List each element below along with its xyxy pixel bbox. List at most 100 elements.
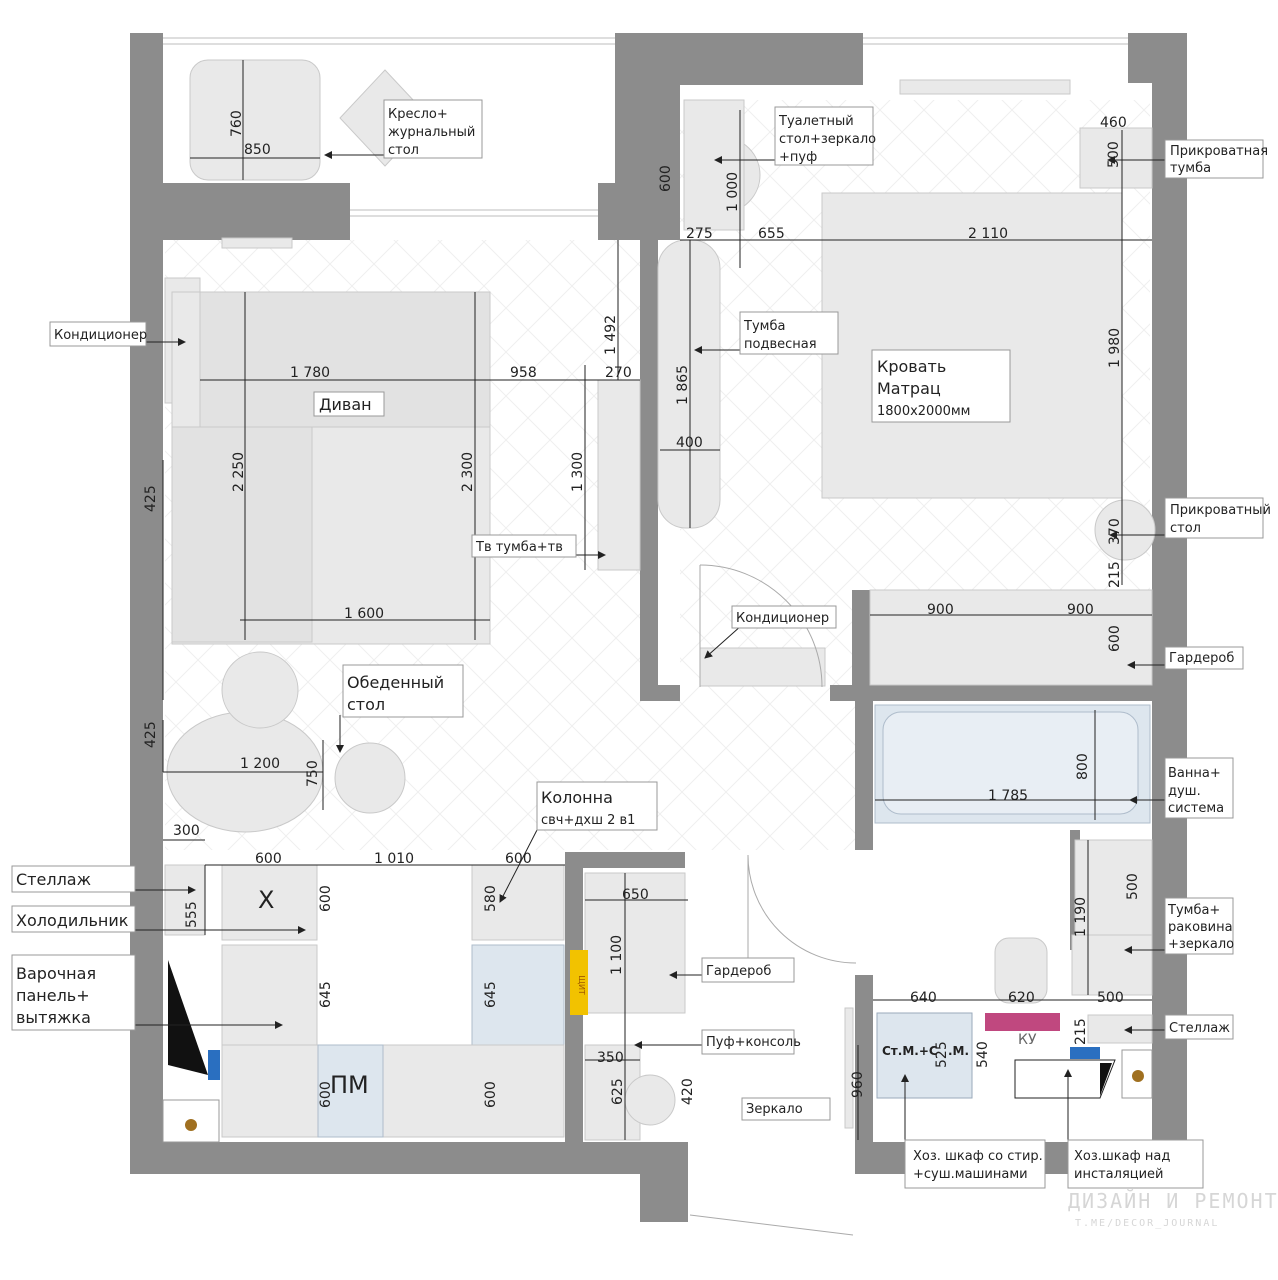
dim-650: 650 xyxy=(622,887,649,903)
dim-215b: 215 xyxy=(1073,1018,1089,1045)
bath-black-shape xyxy=(1014,1059,1116,1099)
dim-1190: 1 190 xyxy=(1073,897,1089,937)
hall-floor xyxy=(640,690,855,850)
dim-1010: 1 010 xyxy=(374,851,414,867)
dim-640: 640 xyxy=(910,990,937,1006)
install-blue-block xyxy=(1070,1047,1100,1059)
toilet-installation xyxy=(985,1013,1060,1031)
dim-1865: 1 865 xyxy=(675,365,691,405)
tv-label: Тв тумба+тв xyxy=(475,540,563,555)
dim-460: 460 xyxy=(1100,115,1127,131)
dining-label-1: Обеденный xyxy=(347,673,444,692)
dim-2300: 2 300 xyxy=(460,452,476,492)
sofa-label: Диван xyxy=(319,395,372,414)
dim-500b: 500 xyxy=(1125,873,1141,900)
sink-label-2: раковина xyxy=(1168,920,1233,935)
sink-label-1: Тумба+ xyxy=(1167,903,1220,918)
hanging-label-1: Тумба xyxy=(743,319,785,334)
column-label-1: Колонна xyxy=(541,788,613,807)
dim-750: 750 xyxy=(305,760,321,787)
dim-1100: 1 100 xyxy=(609,935,625,975)
pouf-label: Пуф+консоль xyxy=(706,1035,801,1050)
dim-645b: 645 xyxy=(483,981,499,1008)
dim-958: 958 xyxy=(510,365,537,381)
hob-label-1: Варочная xyxy=(16,964,96,983)
dim-1600: 1 600 xyxy=(344,606,384,622)
bedside1-label-2: тумба xyxy=(1170,161,1211,176)
dim-2250: 2 250 xyxy=(231,452,247,492)
bath-black-tri xyxy=(1100,1063,1112,1096)
dim-500c: 500 xyxy=(1097,990,1124,1006)
dim-960: 960 xyxy=(850,1071,866,1098)
dim-800: 800 xyxy=(1075,753,1091,780)
dim-900a: 900 xyxy=(927,602,954,618)
vertical-dimension-texts: 760 600 1 000 500 1 492 1 980 1 865 2 25… xyxy=(143,110,1141,1108)
dim-600a: 600 xyxy=(658,165,674,192)
dim-1200: 1 200 xyxy=(240,756,280,772)
utility1-label-2: +суш.машинами xyxy=(913,1167,1028,1182)
vanity-label-3: +пуф xyxy=(779,150,817,165)
dim-625: 625 xyxy=(610,1078,626,1105)
ac1-label: Кондиционер xyxy=(54,328,147,343)
dim-645a: 645 xyxy=(318,981,334,1008)
dim-1785: 1 785 xyxy=(988,788,1028,804)
utility2-label-2: инсталяцией xyxy=(1074,1167,1164,1182)
doors xyxy=(689,564,857,1236)
dim-300: 300 xyxy=(173,823,200,839)
dim-600e: 600 xyxy=(318,885,334,912)
label-boxes xyxy=(11,99,1264,1189)
dim-600c: 600 xyxy=(255,851,282,867)
dim-400: 400 xyxy=(676,435,703,451)
bath-label-1: Ванна+ xyxy=(1168,766,1221,781)
dim-1000: 1 000 xyxy=(725,172,741,212)
dim-600b: 600 xyxy=(1107,625,1123,652)
washer-label-2: .М. xyxy=(948,1044,969,1058)
dim-525: 525 xyxy=(934,1041,950,1068)
kitchen-riser-pipe xyxy=(185,1119,197,1131)
dim-500a: 500 xyxy=(1106,141,1122,168)
dim-1300: 1 300 xyxy=(570,452,586,492)
dim-1780: 1 780 xyxy=(290,365,330,381)
dim-850: 850 xyxy=(244,142,271,158)
vanity-label-2: стол+зеркало xyxy=(779,132,876,147)
dim-600d: 600 xyxy=(505,851,532,867)
dim-900b: 900 xyxy=(1067,602,1094,618)
bedside2-label-2: стол xyxy=(1170,521,1201,536)
hob-label-3: вытяжка xyxy=(16,1008,91,1027)
kitchen-black-triangle xyxy=(168,960,208,1075)
leader-arrows xyxy=(135,151,1165,1140)
dim-760: 760 xyxy=(229,110,245,137)
balcony-lines xyxy=(163,37,1128,217)
bath-riser-pipe xyxy=(1132,1070,1144,1082)
armchair-label-2: журнальный xyxy=(388,125,475,140)
column-label-2: свч+дхш 2 в1 xyxy=(541,813,635,828)
dimension-lines xyxy=(162,60,1152,1140)
dim-540: 540 xyxy=(975,1041,991,1068)
fridge-x-mark: Х xyxy=(258,886,274,914)
sink-label-3: +зеркало xyxy=(1168,937,1234,952)
dim-350: 350 xyxy=(597,1050,624,1066)
watermark-title: ДИЗАЙН И РЕМОНТ xyxy=(1068,1189,1278,1213)
armchair-label-3: стол xyxy=(388,143,419,158)
kitchen-blue-block xyxy=(208,1050,220,1080)
hob-label-2: панель+ xyxy=(16,986,90,1005)
dim-370: 370 xyxy=(1107,518,1123,545)
dim-420: 420 xyxy=(680,1078,696,1105)
vanity-label-1: Туалетный xyxy=(778,114,854,129)
ac2-label: Кондиционер xyxy=(736,611,829,626)
shield-label: ЩИТ xyxy=(577,975,586,995)
mirror-label: Зеркало xyxy=(746,1102,803,1117)
dishwasher-label: ПМ xyxy=(330,1071,369,1099)
bed-label-2: Матрац xyxy=(877,379,941,398)
bedside2-label-1: Прикроватный xyxy=(1170,503,1271,518)
bed-label-3: 1800х2000мм xyxy=(877,404,970,419)
dim-425a: 425 xyxy=(143,485,159,512)
utility2-label-1: Хоз.шкаф над xyxy=(1074,1149,1170,1164)
dim-270: 270 xyxy=(605,365,632,381)
dim-620: 620 xyxy=(1008,990,1035,1006)
dim-215a: 215 xyxy=(1107,561,1123,588)
wardrobe1-label: Гардероб xyxy=(1169,651,1234,666)
dim-1980: 1 980 xyxy=(1107,328,1123,368)
wardrobe2-label: Гардероб xyxy=(706,964,771,979)
